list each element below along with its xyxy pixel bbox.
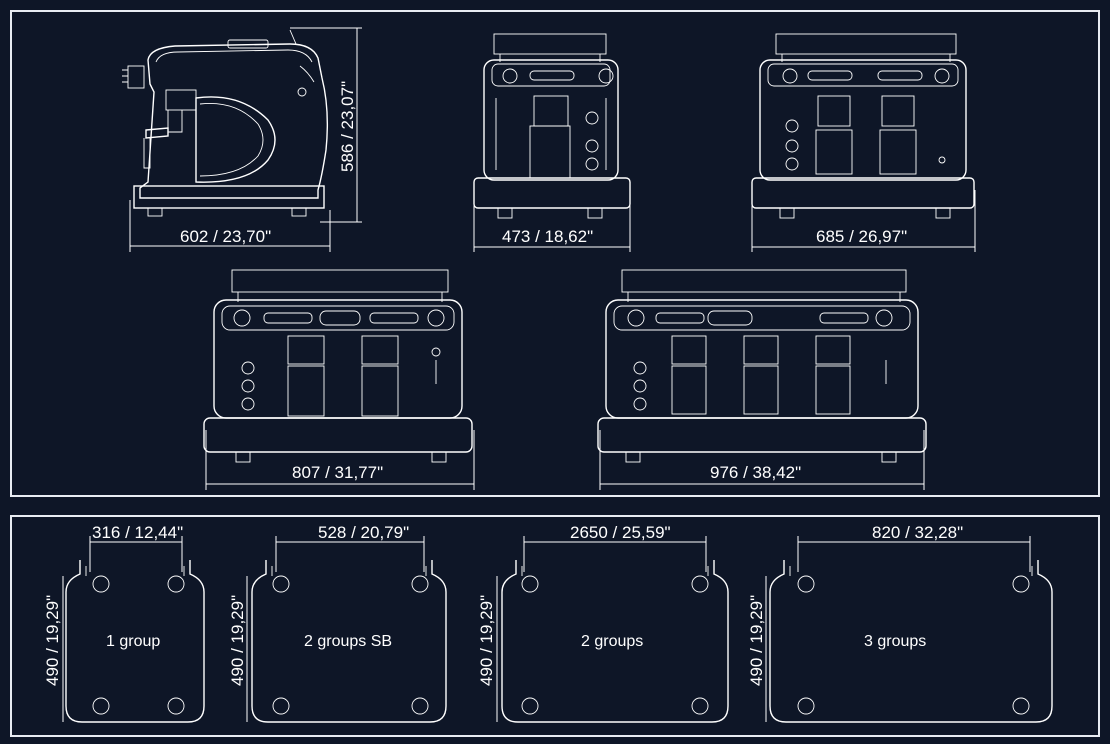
front-2-groups-sb-width-label: 685 / 26,97"	[816, 227, 907, 246]
footprint-2-groups-label: 2 groups	[581, 633, 643, 650]
footprint-2-groups-sb-width-label: 528 / 20,79"	[318, 523, 409, 542]
front-3-groups-width-dimension: 976 / 38,42"	[599, 430, 925, 490]
front-2-groups-width-label: 807 / 31,77"	[292, 463, 383, 482]
front-2-groups-width-dimension: 807 / 31,77"	[205, 430, 475, 490]
side-width-label: 602 / 23,70"	[180, 227, 271, 246]
side-height-dimension: 586 / 23,07"	[290, 27, 362, 223]
front-1-group-width-label: 473 / 18,62"	[502, 227, 593, 246]
footprint-3-groups-width-label: 820 / 32,28"	[872, 523, 963, 542]
front-2-groups-sb-width-dimension: 685 / 26,97"	[751, 190, 976, 252]
footprint-1-group: 1 group 316 / 12,44" 490 / 19,29"	[43, 523, 205, 723]
front-view-2-groups	[203, 269, 473, 463]
footprint-3-groups-label: 3 groups	[864, 633, 926, 650]
footprint-3-groups: 3 groups 820 / 32,28" 490 / 19,29"	[747, 523, 1053, 723]
front-1-group-width-dimension: 473 / 18,62"	[473, 190, 631, 252]
footprint-2-groups-sb-label: 2 groups SB	[304, 633, 392, 650]
footprints-panel	[10, 515, 1100, 737]
footprint-2-groups-sb-depth-label: 490 / 19,29"	[228, 595, 247, 686]
front-view-1-group	[473, 33, 631, 219]
footprint-2-groups: 2 groups 2650 / 25,59" 490 / 19,29"	[477, 523, 729, 723]
footprint-1-group-label: 1 group	[106, 633, 160, 650]
footprint-2-groups-width-label: 2650 / 25,59"	[570, 523, 671, 542]
side-width-dimension: 602 / 23,70"	[129, 200, 331, 252]
front-3-groups-width-label: 976 / 38,42"	[710, 463, 801, 482]
footprint-2-groups-depth-label: 490 / 19,29"	[477, 595, 496, 686]
footprint-3-groups-depth-label: 490 / 19,29"	[747, 595, 766, 686]
footprint-2-groups-sb: 2 groups SB 528 / 20,79" 490 / 19,29"	[228, 523, 447, 723]
footprint-1-group-width-label: 316 / 12,44"	[92, 523, 183, 542]
footprint-1-group-depth-label: 490 / 19,29"	[43, 595, 62, 686]
side-height-label: 586 / 23,07"	[338, 81, 357, 172]
side-view-machine	[122, 29, 329, 217]
front-view-2-groups-sb	[751, 33, 975, 219]
front-view-3-groups	[597, 269, 927, 463]
machines-panel	[10, 10, 1100, 497]
